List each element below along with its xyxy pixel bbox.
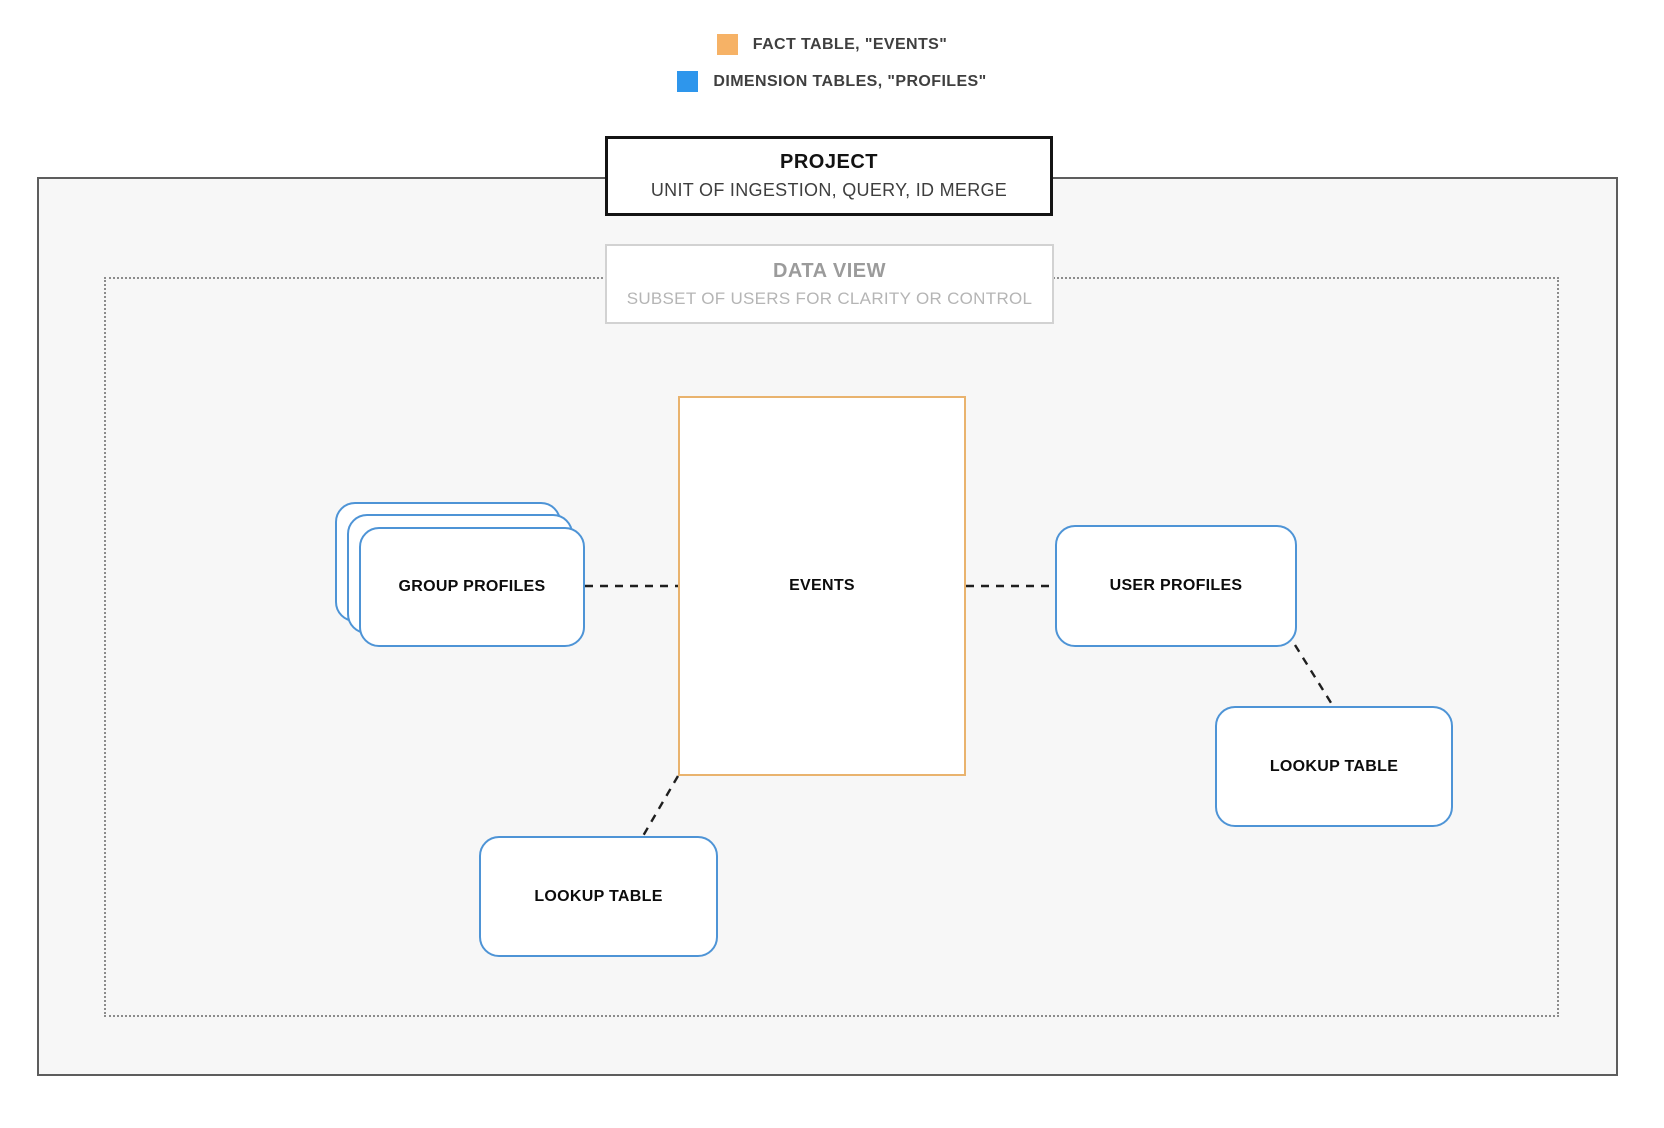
group-profiles-label: GROUP PROFILES [398, 578, 546, 595]
legend-item-fact-table: FACT TABLE, "EVENTS" [716, 34, 948, 55]
lookup-table-right-node: LOOKUP TABLE [1215, 706, 1453, 827]
data-view-header-box: DATA VIEW SUBSET OF USERS FOR CLARITY OR… [605, 244, 1054, 324]
fact-table-swatch-icon [716, 34, 738, 55]
project-header-box: PROJECT UNIT OF INGESTION, QUERY, ID MER… [605, 136, 1053, 216]
dimension-tables-swatch-icon [677, 71, 699, 92]
legend-item-dimension-tables: DIMENSION TABLES, "PROFILES" [677, 71, 986, 92]
data-view-subtitle: SUBSET OF USERS FOR CLARITY OR CONTROL [626, 288, 1033, 308]
data-view-title: DATA VIEW [772, 259, 886, 282]
legend: FACT TABLE, "EVENTS" DIMENSION TABLES, "… [0, 34, 1664, 92]
user-profiles-node: USER PROFILES [1055, 525, 1297, 647]
events-node: EVENTS [678, 396, 966, 776]
lookup-table-bottom-node: LOOKUP TABLE [479, 836, 718, 957]
lookup-table-right-label: LOOKUP TABLE [1269, 757, 1399, 775]
events-label: EVENTS [789, 577, 855, 594]
project-subtitle: UNIT OF INGESTION, QUERY, ID MERGE [650, 180, 1008, 200]
project-title: PROJECT [780, 151, 878, 173]
fact-table-legend-label: FACT TABLE, "EVENTS" [752, 35, 948, 53]
group-profiles-node: GROUP PROFILES [359, 527, 585, 647]
user-profiles-label: USER PROFILES [1109, 577, 1243, 594]
dimension-tables-legend-label: DIMENSION TABLES, "PROFILES" [713, 72, 987, 90]
lookup-table-bottom-label: LOOKUP TABLE [534, 887, 663, 905]
